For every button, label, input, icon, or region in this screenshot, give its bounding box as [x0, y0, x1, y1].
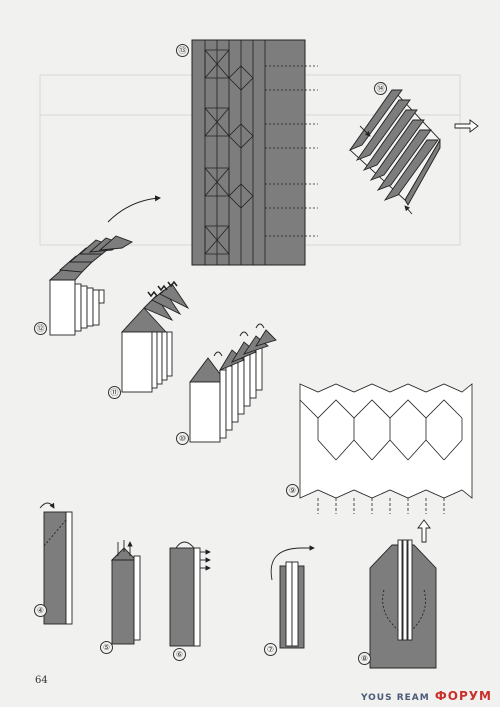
curved-arrow-icon [107, 195, 161, 223]
step-14-pleated-unit [348, 89, 479, 215]
watermark-logo: YOUS REAM ФОРУМ [361, 689, 492, 703]
step-number-6: ⑥ [173, 648, 186, 661]
watermark-site: YOUS REAM [360, 693, 430, 703]
step-10-model [189, 323, 277, 443]
page-number: 64 [35, 675, 48, 686]
step-number-10: ⑩ [176, 432, 189, 445]
step-12-model [48, 235, 134, 336]
step-7-model [270, 545, 315, 649]
step-8-model [369, 519, 437, 669]
step-4-model [39, 502, 73, 625]
step-number-8: ⑧ [358, 652, 371, 665]
step-6-model [169, 541, 211, 647]
step-5-model [110, 540, 141, 645]
step-11-model [120, 280, 190, 393]
step-number-7: ⑦ [264, 643, 277, 656]
step-number-11: ⑪ [108, 386, 121, 399]
step-number-12: ⑫ [34, 322, 47, 335]
watermark-brand: ФОРУМ [434, 689, 492, 703]
step-number-4: ④ [34, 604, 47, 617]
step-9-crease-pattern [299, 383, 473, 514]
step-number-5: ⑤ [100, 641, 113, 654]
step-13-folded-sheet [191, 39, 318, 266]
step-number-13: ⑬ [176, 44, 189, 57]
step-number-9: ⑨ [286, 484, 299, 497]
step-number-14: ⑭ [374, 82, 387, 95]
